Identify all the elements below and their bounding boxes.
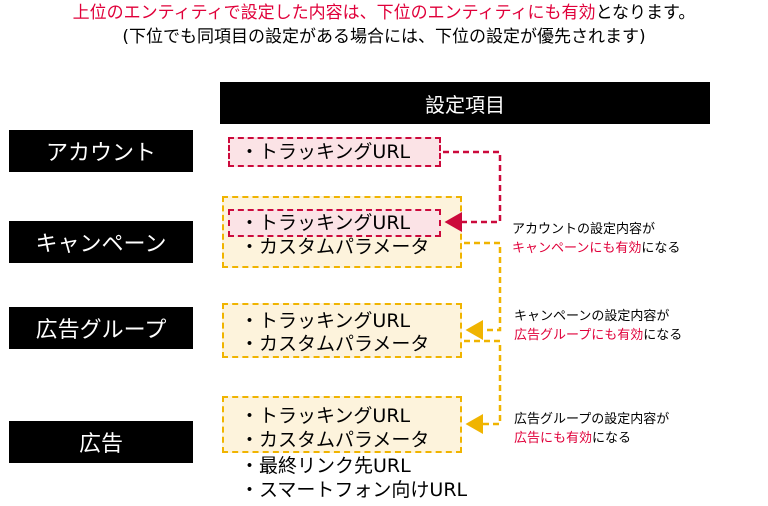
settings-header: 設定項目 [220, 82, 710, 124]
adgroup-setting-tracking-url: ・トラッキングURL [240, 310, 411, 332]
connector-account-campaign [443, 150, 502, 232]
note-campaign-adgroup: キャンペーンの設定内容が 広告グループにも有効になる [514, 307, 682, 345]
ad-setting-tracking-url: ・トラッキングURL [240, 405, 411, 427]
note-campaign-adgroup-highlight: 広告グループにも有効 [514, 328, 644, 343]
connector-adgroup-ad [464, 339, 502, 434]
note-adgroup-ad: 広告グループの設定内容が 広告にも有効になる [514, 410, 669, 448]
note-campaign-adgroup-suffix: になる [643, 328, 683, 343]
subheadline: (下位でも同項目の設定がある場合には、下位の設定が優先されます) [122, 27, 646, 47]
adgroup-setting-custom-params: ・カスタムパラメータ [240, 333, 430, 355]
campaign-setting-tracking-url: ・トラッキングURL [240, 212, 411, 234]
entity-account: アカウント [9, 130, 193, 172]
adgroup-settings-box [222, 303, 462, 358]
entity-adgroup: 広告グループ [9, 307, 193, 349]
headline-part-1: 上位のエンティティで設定した内容は、 [72, 3, 377, 23]
ad-setting-custom-params: ・カスタムパラメータ [240, 429, 430, 451]
note-account-campaign-line2: キャンペーンにも有効になる [512, 239, 680, 258]
entity-campaign: キャンペーン [9, 221, 193, 263]
entity-ad: 広告 [9, 421, 193, 463]
note-adgroup-ad-suffix: になる [592, 431, 632, 446]
note-account-campaign-suffix: になる [641, 241, 681, 256]
account-setting-tracking-url: ・トラッキングURL [240, 141, 411, 163]
headline: 上位のエンティティで設定した内容は、下位のエンティティにも有効となります。 [0, 2, 768, 24]
campaign-inherited-highlight [228, 209, 441, 237]
account-settings-box [228, 137, 441, 167]
headline-highlight: 下位のエンティティにも有効 [376, 3, 596, 23]
note-adgroup-ad-line1: 広告グループの設定内容が [514, 412, 670, 427]
note-campaign-adgroup-line2: 広告グループにも有効になる [514, 326, 682, 345]
ad-setting-final-url: ・最終リンク先URL [240, 455, 411, 477]
connector-campaign-adgroup [464, 241, 502, 340]
note-campaign-adgroup-line1: キャンペーンの設定内容が [514, 309, 670, 324]
note-adgroup-ad-line2: 広告にも有効になる [514, 429, 669, 448]
ad-setting-smartphone-url: ・スマートフォン向けURL [240, 479, 468, 501]
headline-part-3: となります。 [595, 3, 696, 23]
note-adgroup-ad-highlight: 広告にも有効 [514, 431, 593, 446]
note-account-campaign-line1: アカウントの設定内容が [512, 222, 656, 237]
ad-settings-box [222, 396, 462, 453]
campaign-setting-custom-params: ・カスタムパラメータ [240, 236, 430, 258]
note-account-campaign: アカウントの設定内容が キャンペーンにも有効になる [512, 220, 680, 258]
note-account-campaign-highlight: キャンペーンにも有効 [512, 241, 642, 256]
